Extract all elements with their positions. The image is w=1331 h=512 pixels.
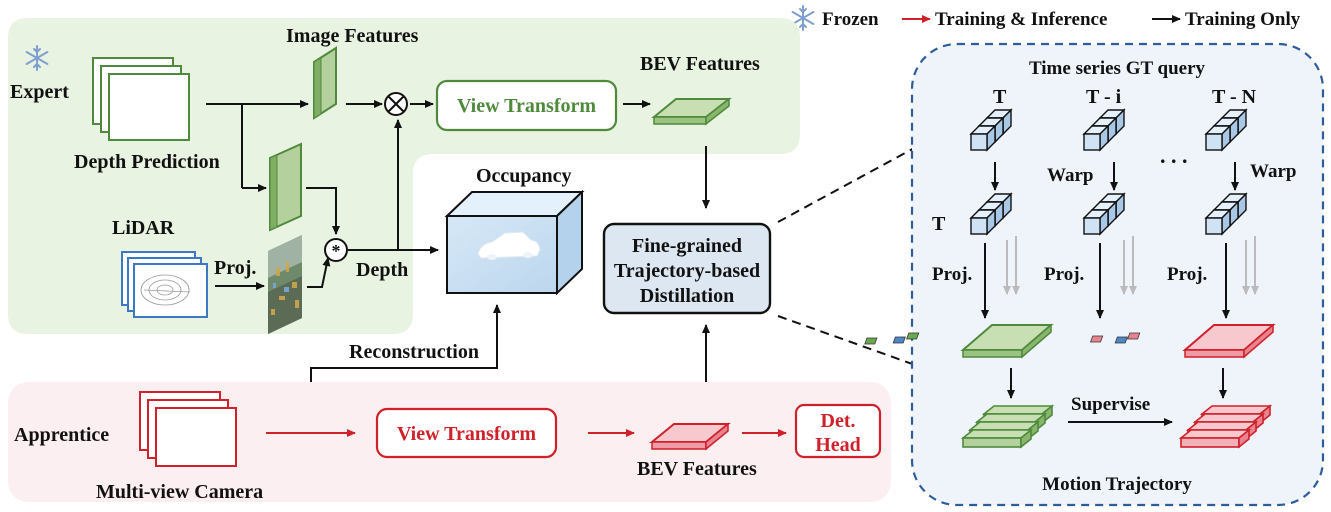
trajectory-stack-green — [960, 404, 1055, 449]
expert-view-transform-box — [435, 79, 618, 132]
expert-arrows — [206, 100, 710, 290]
distillation-line3: Distillation — [640, 285, 734, 307]
depth-prediction-label: Depth Prediction — [74, 151, 220, 173]
trajectory-background — [910, 42, 1325, 507]
multiply-operator-icon — [384, 92, 408, 116]
lidar-label: LiDAR — [112, 217, 175, 239]
lidar-stack — [121, 251, 208, 318]
row-t-label: T — [932, 213, 946, 235]
proj-label-n: Proj. — [1167, 264, 1207, 285]
trajectory-panel: Time series GT query T T - i T - N . . .… — [864, 42, 1325, 507]
projected-depth-image — [268, 235, 302, 334]
image-feature-plane-lower — [269, 142, 302, 232]
det-head-box — [794, 403, 882, 459]
zoom-connectors — [777, 145, 919, 367]
car-shape — [477, 231, 541, 260]
svg-text:*: * — [332, 241, 341, 261]
trajectory-stack-red — [1178, 404, 1273, 449]
legend-train-infer-label: Training & Inference — [935, 9, 1107, 30]
expert-view-transform-label: View Transform — [457, 95, 596, 117]
camera-label: Multi-view Camera — [96, 481, 263, 503]
occupancy-cube: Occupancy — [444, 165, 585, 296]
proj-label-i: Proj. — [1044, 264, 1084, 285]
proj-arrows — [981, 243, 1230, 319]
warp-label-n: Warp — [1250, 161, 1296, 182]
apprentice-bev-features-label: BEV Features — [637, 458, 757, 480]
apprentice-title: Apprentice — [14, 424, 109, 446]
apprentice-panel: Apprentice Multi-view Camera View Transf… — [8, 382, 891, 503]
fusion-operator-icon: * — [324, 238, 348, 262]
projected-bev-red — [1089, 323, 1276, 359]
ellipsis: . . . — [1160, 143, 1188, 168]
expert-bev-plane — [651, 97, 732, 126]
bev-to-trajectory-arrows — [1007, 368, 1227, 399]
apprentice-view-transform-label: View Transform — [397, 423, 536, 445]
depth-label: Depth — [356, 259, 408, 281]
warp-label-i: Warp — [1047, 165, 1093, 186]
image-feature-plane-top — [313, 46, 337, 120]
camera-stack — [139, 391, 237, 467]
warp-arrows — [991, 162, 1239, 191]
supervise-label: Supervise — [1071, 394, 1150, 415]
image-features-label: Image Features — [286, 25, 419, 47]
det-head-line2: Head — [815, 434, 861, 456]
proj-ghost-arrows — [1003, 236, 1259, 295]
apprentice-bev-plane — [649, 422, 731, 451]
apprentice-view-transform-box — [375, 407, 558, 459]
distillation-box: Fine-grained Trajectory-based Distillati… — [602, 222, 772, 315]
col-t-minus-n-label: T - N — [1212, 86, 1257, 108]
legend-frozen-label: Frozen — [822, 9, 879, 30]
depth-prediction-stack — [92, 57, 190, 141]
occupancy-label: Occupancy — [476, 165, 572, 187]
distillation-line1: Fine-grained — [632, 235, 742, 257]
lidar-proj-label: Proj. — [214, 257, 256, 279]
distillation-line2: Trajectory-based — [614, 260, 760, 282]
expert-title: Expert — [10, 81, 69, 103]
motion-trajectory-label: Motion Trajectory — [1042, 474, 1192, 495]
legend: Frozen Training & Inference Training Onl… — [791, 5, 1301, 31]
det-head-line1: Det. — [821, 410, 856, 432]
expert-bev-features-label: BEV Features — [640, 53, 760, 75]
reconstruction-label: Reconstruction — [349, 341, 479, 363]
legend-train-only-label: Training Only — [1185, 9, 1301, 30]
expert-panel: Expert Depth Prediction Image Features V… — [8, 18, 800, 334]
col-t-minus-i-label: T - i — [1086, 86, 1122, 108]
trajectory-title: Time series GT query — [1029, 58, 1206, 79]
proj-label-t: Proj. — [932, 264, 972, 285]
col-t-label: T — [993, 86, 1007, 108]
projected-bev-green — [864, 323, 1054, 359]
